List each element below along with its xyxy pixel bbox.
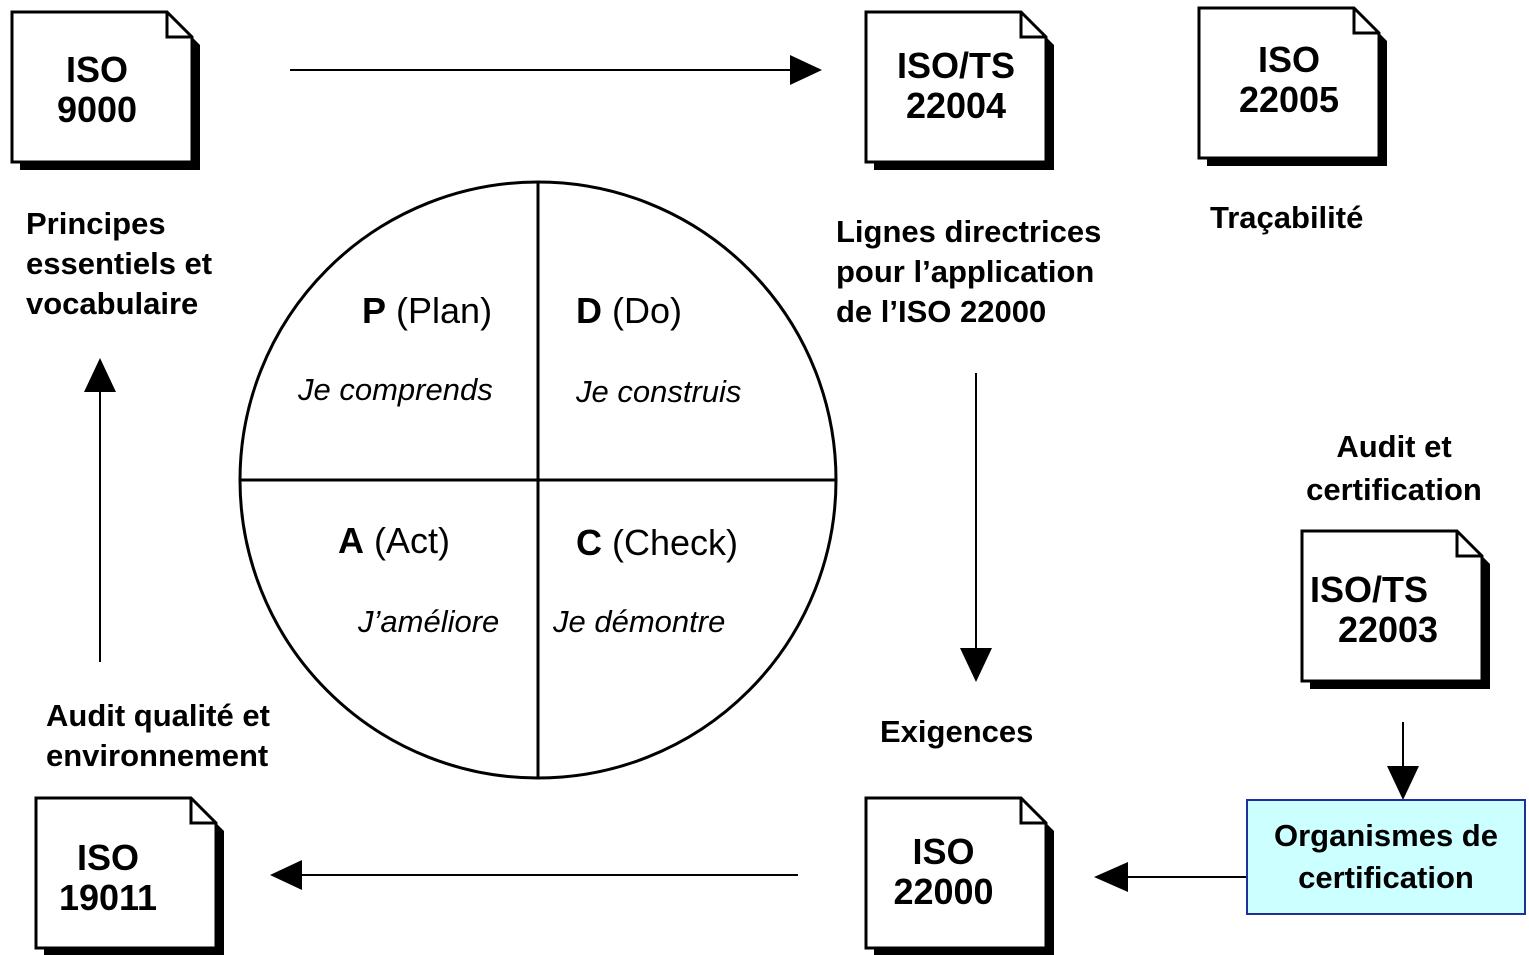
label-line: Audit et: [1336, 429, 1452, 464]
doc-line1: ISO: [76, 837, 139, 878]
pdca-letter: P: [362, 290, 387, 331]
doc-line2: 22000: [893, 871, 994, 912]
doc-iso22000: ISO 22000: [866, 832, 1021, 912]
pdca-act-sub: J’améliore: [358, 604, 500, 639]
label-line: pour l’application: [836, 254, 1095, 289]
organismes-box: Organismes de certification: [1246, 799, 1526, 915]
label-line: Principes: [26, 206, 166, 241]
doc-iso22004: ISO/TS 22004: [876, 46, 1036, 126]
pdca-check-sub: Je démontre: [553, 604, 726, 639]
label-audit-certification: Audit et certification: [1294, 425, 1494, 511]
label-line: Lignes directrices: [836, 214, 1102, 249]
doc-line1: ISO/TS: [1310, 569, 1429, 610]
doc-line1: ISO/TS: [896, 45, 1016, 86]
label-line: Audit qualité et: [46, 698, 270, 733]
arrow-iso22000-to-iso19011: [270, 860, 798, 890]
pdca-letter: C: [576, 522, 602, 563]
doc-line2: 22004: [905, 85, 1007, 126]
label-audit-qualite: Audit qualité et environnement: [46, 696, 270, 776]
pdca-act-heading: A (Act): [338, 520, 450, 562]
organismes-line: certification: [1298, 860, 1474, 895]
doc-iso19011: ISO 19011: [38, 838, 178, 918]
arrow-iso9000-to-iso22004: [290, 55, 822, 85]
pdca-word: (Plan): [396, 290, 493, 331]
doc-iso22005: ISO 22005: [1209, 40, 1369, 120]
pdca-letter: D: [576, 290, 602, 331]
arrow-down-to-exigences: [960, 373, 992, 682]
pdca-do-heading: D (Do): [576, 290, 682, 332]
doc-line2: 9000: [56, 89, 138, 130]
label-line: de l’ISO 22000: [836, 294, 1047, 329]
label-exigences: Exigences: [880, 714, 1034, 749]
doc-line1: ISO: [65, 49, 128, 90]
label-line: vocabulaire: [26, 286, 199, 321]
pdca-word: (Do): [612, 290, 683, 331]
pdca-word: (Act): [374, 520, 451, 561]
label-principes: Principes essentiels et vocabulaire: [26, 204, 212, 324]
doc-line2: 22003: [1337, 609, 1439, 650]
doc-iso22003: ISO/TS 22003: [1308, 570, 1468, 650]
arrow-up-to-principes: [84, 358, 116, 662]
doc-line2: 22005: [1238, 79, 1340, 120]
pdca-plan-heading: P (Plan): [362, 290, 492, 332]
label-lignes-directrices: Lignes directrices pour l’application de…: [836, 212, 1101, 332]
organismes-line: Organismes de: [1274, 818, 1498, 853]
label-line: certification: [1306, 472, 1482, 507]
pdca-letter: A: [338, 520, 364, 561]
label-line: essentiels et: [26, 246, 213, 281]
label-tracabilite: Traçabilité: [1210, 200, 1364, 235]
arrow-organismes-to-iso22000: [1094, 862, 1246, 892]
pdca-plan-sub: Je comprends: [298, 372, 493, 407]
doc-line1: ISO: [1257, 39, 1320, 80]
arrow-iso22003-to-organismes: [1387, 722, 1419, 800]
doc-iso9000: ISO 9000: [22, 50, 172, 130]
pdca-do-sub: Je construis: [576, 374, 742, 409]
doc-line2: 19011: [58, 877, 158, 918]
doc-line1: ISO: [912, 831, 975, 872]
label-line: environnement: [46, 738, 269, 773]
pdca-word: (Check): [612, 522, 739, 563]
pdca-check-heading: C (Check): [576, 522, 738, 564]
